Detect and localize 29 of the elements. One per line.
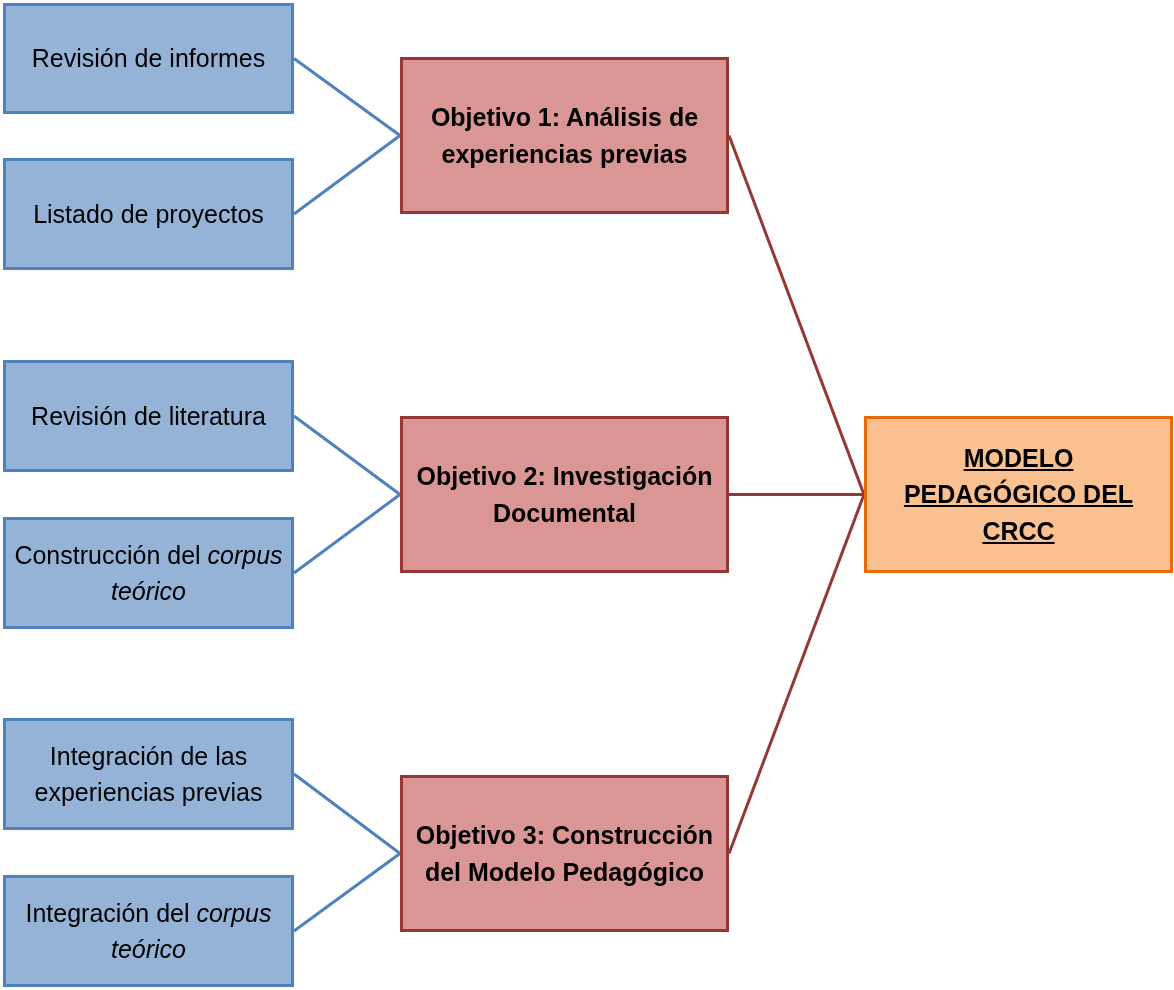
connector-line — [293, 134, 401, 216]
objective-box — [400, 416, 729, 573]
connector-line — [293, 414, 401, 496]
source-box — [3, 875, 294, 987]
box-label: Construcción del corpus teórico — [14, 539, 283, 607]
connector-line — [727, 493, 866, 855]
connector-line — [293, 852, 401, 933]
box-label: Objetivo 1: Análisis de experiencias previas — [429, 102, 700, 170]
objective-box — [400, 57, 729, 214]
model-box — [864, 416, 1173, 573]
source-box — [3, 360, 294, 472]
box-label: MODELO PEDAGÓGICO DEL CRCC — [902, 443, 1135, 547]
box-label: Revisión de literatura — [31, 400, 266, 432]
box-label: Objetivo 3: Construcción del Modelo Pedagógico — [414, 820, 715, 888]
connector-line — [729, 493, 864, 496]
box-label: Integración del corpus teórico — [24, 897, 273, 965]
source-box — [3, 718, 294, 830]
box-label: Listado de proyectos — [33, 198, 264, 230]
box-label: Revisión de informes — [31, 43, 266, 75]
source-box — [3, 517, 294, 629]
connector-line — [727, 134, 866, 496]
box-label: Objetivo 2: Investigación Documental — [415, 461, 714, 529]
source-box — [3, 3, 294, 114]
objective-box — [400, 775, 729, 932]
connector-line — [293, 493, 401, 575]
connector-line — [293, 772, 401, 855]
source-box — [3, 158, 294, 270]
connector-line — [293, 57, 401, 137]
box-label: Integración de las experiencias previas — [33, 740, 264, 808]
